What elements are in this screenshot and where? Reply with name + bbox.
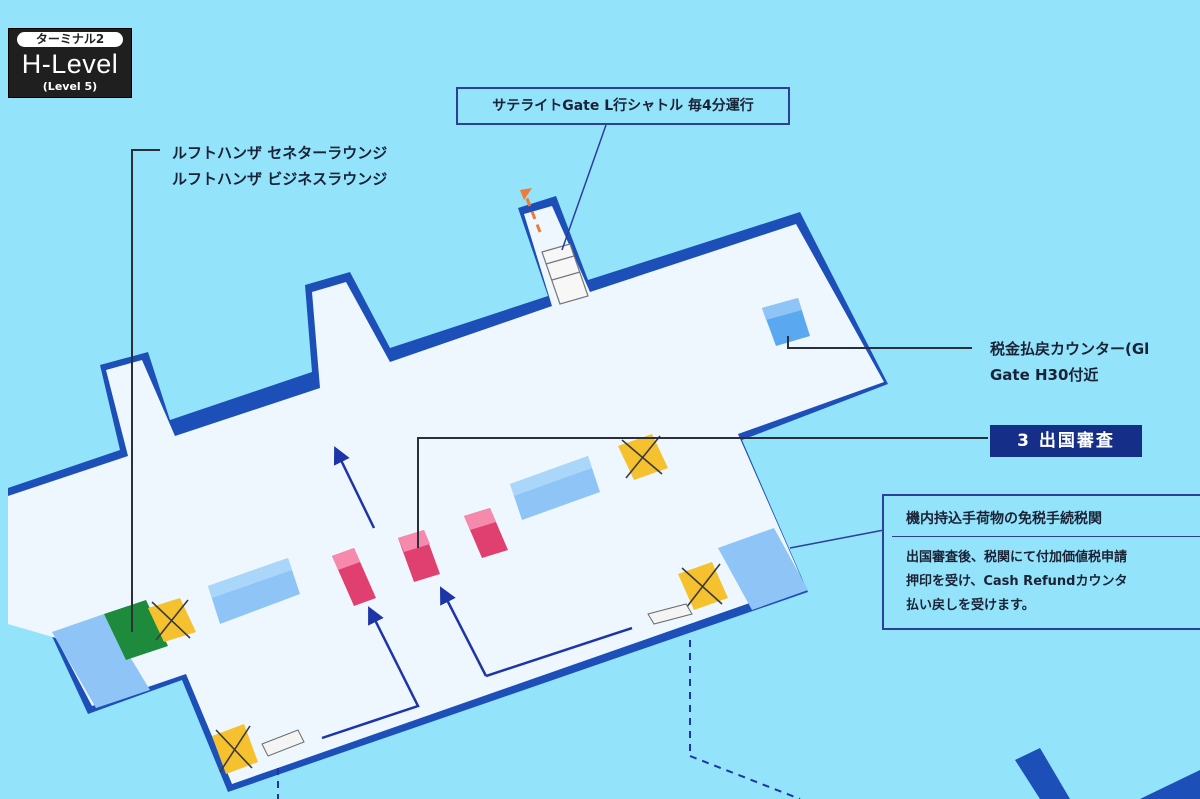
- tax-refund-label-line1: 税金払戻カウンター(Gl: [990, 340, 1150, 358]
- customs-desc-line1: 出国審査後、税関にて付加価値税申請: [906, 550, 1128, 565]
- immigration-label: 3 出国審査: [990, 425, 1142, 457]
- escalator-icons: [261, 603, 693, 757]
- customs-description: 出国審査後、税関にて付加価値税申請 押印を受け、Cash Refundカウンタ …: [906, 546, 1127, 618]
- callout-connectors: [561, 124, 885, 549]
- passenger-flow-arrows: [321, 446, 633, 740]
- blue-counters: [52, 298, 810, 708]
- terminal-name: ターミナル2: [17, 32, 123, 47]
- concourse-floor: [8, 196, 888, 792]
- immigration-booths: [332, 508, 508, 606]
- customs-desc-line2: 押印を受け、Cash Refundカウンタ: [906, 574, 1128, 589]
- customs-callout: 機内持込手荷物の免税手続税関 出国審査後、税関にて付加価値税申請 押印を受け、C…: [882, 494, 1200, 630]
- leader-lines: [131, 149, 988, 632]
- shuttle-label: サテライトGate L行シャトル 毎4分運行: [456, 87, 790, 125]
- walkway-dashes: [277, 640, 801, 799]
- tax-refund-label: 税金払戻カウンター(Gl Gate H30付近: [990, 336, 1149, 388]
- customs-title: 機内持込手荷物の免税手続税関: [906, 511, 1102, 527]
- shuttle-direction-arrow: [524, 195, 542, 233]
- lounge-label-line2: ルフトハンザ ビジネスラウンジ: [172, 170, 388, 188]
- level-number: (Level 5): [42, 80, 98, 93]
- level-badge: ターミナル2 H-Level (Level 5): [8, 28, 132, 98]
- customs-desc-line3: 払い戻しを受けます。: [906, 598, 1035, 613]
- lounge-label-line1: ルフトハンザ セネターラウンジ: [172, 144, 388, 162]
- customs-divider: [892, 536, 1200, 537]
- lounge-label: ルフトハンザ セネターラウンジ ルフトハンザ ビジネスラウンジ: [172, 140, 387, 192]
- lower-corridor: [1015, 748, 1200, 799]
- shuttle-train-icon: [541, 243, 589, 305]
- no-entry-markers: [148, 434, 728, 774]
- level-name: H-Level: [21, 49, 119, 79]
- tax-refund-label-line2: Gate H30付近: [990, 366, 1099, 384]
- shuttle-arrowhead: [520, 188, 532, 200]
